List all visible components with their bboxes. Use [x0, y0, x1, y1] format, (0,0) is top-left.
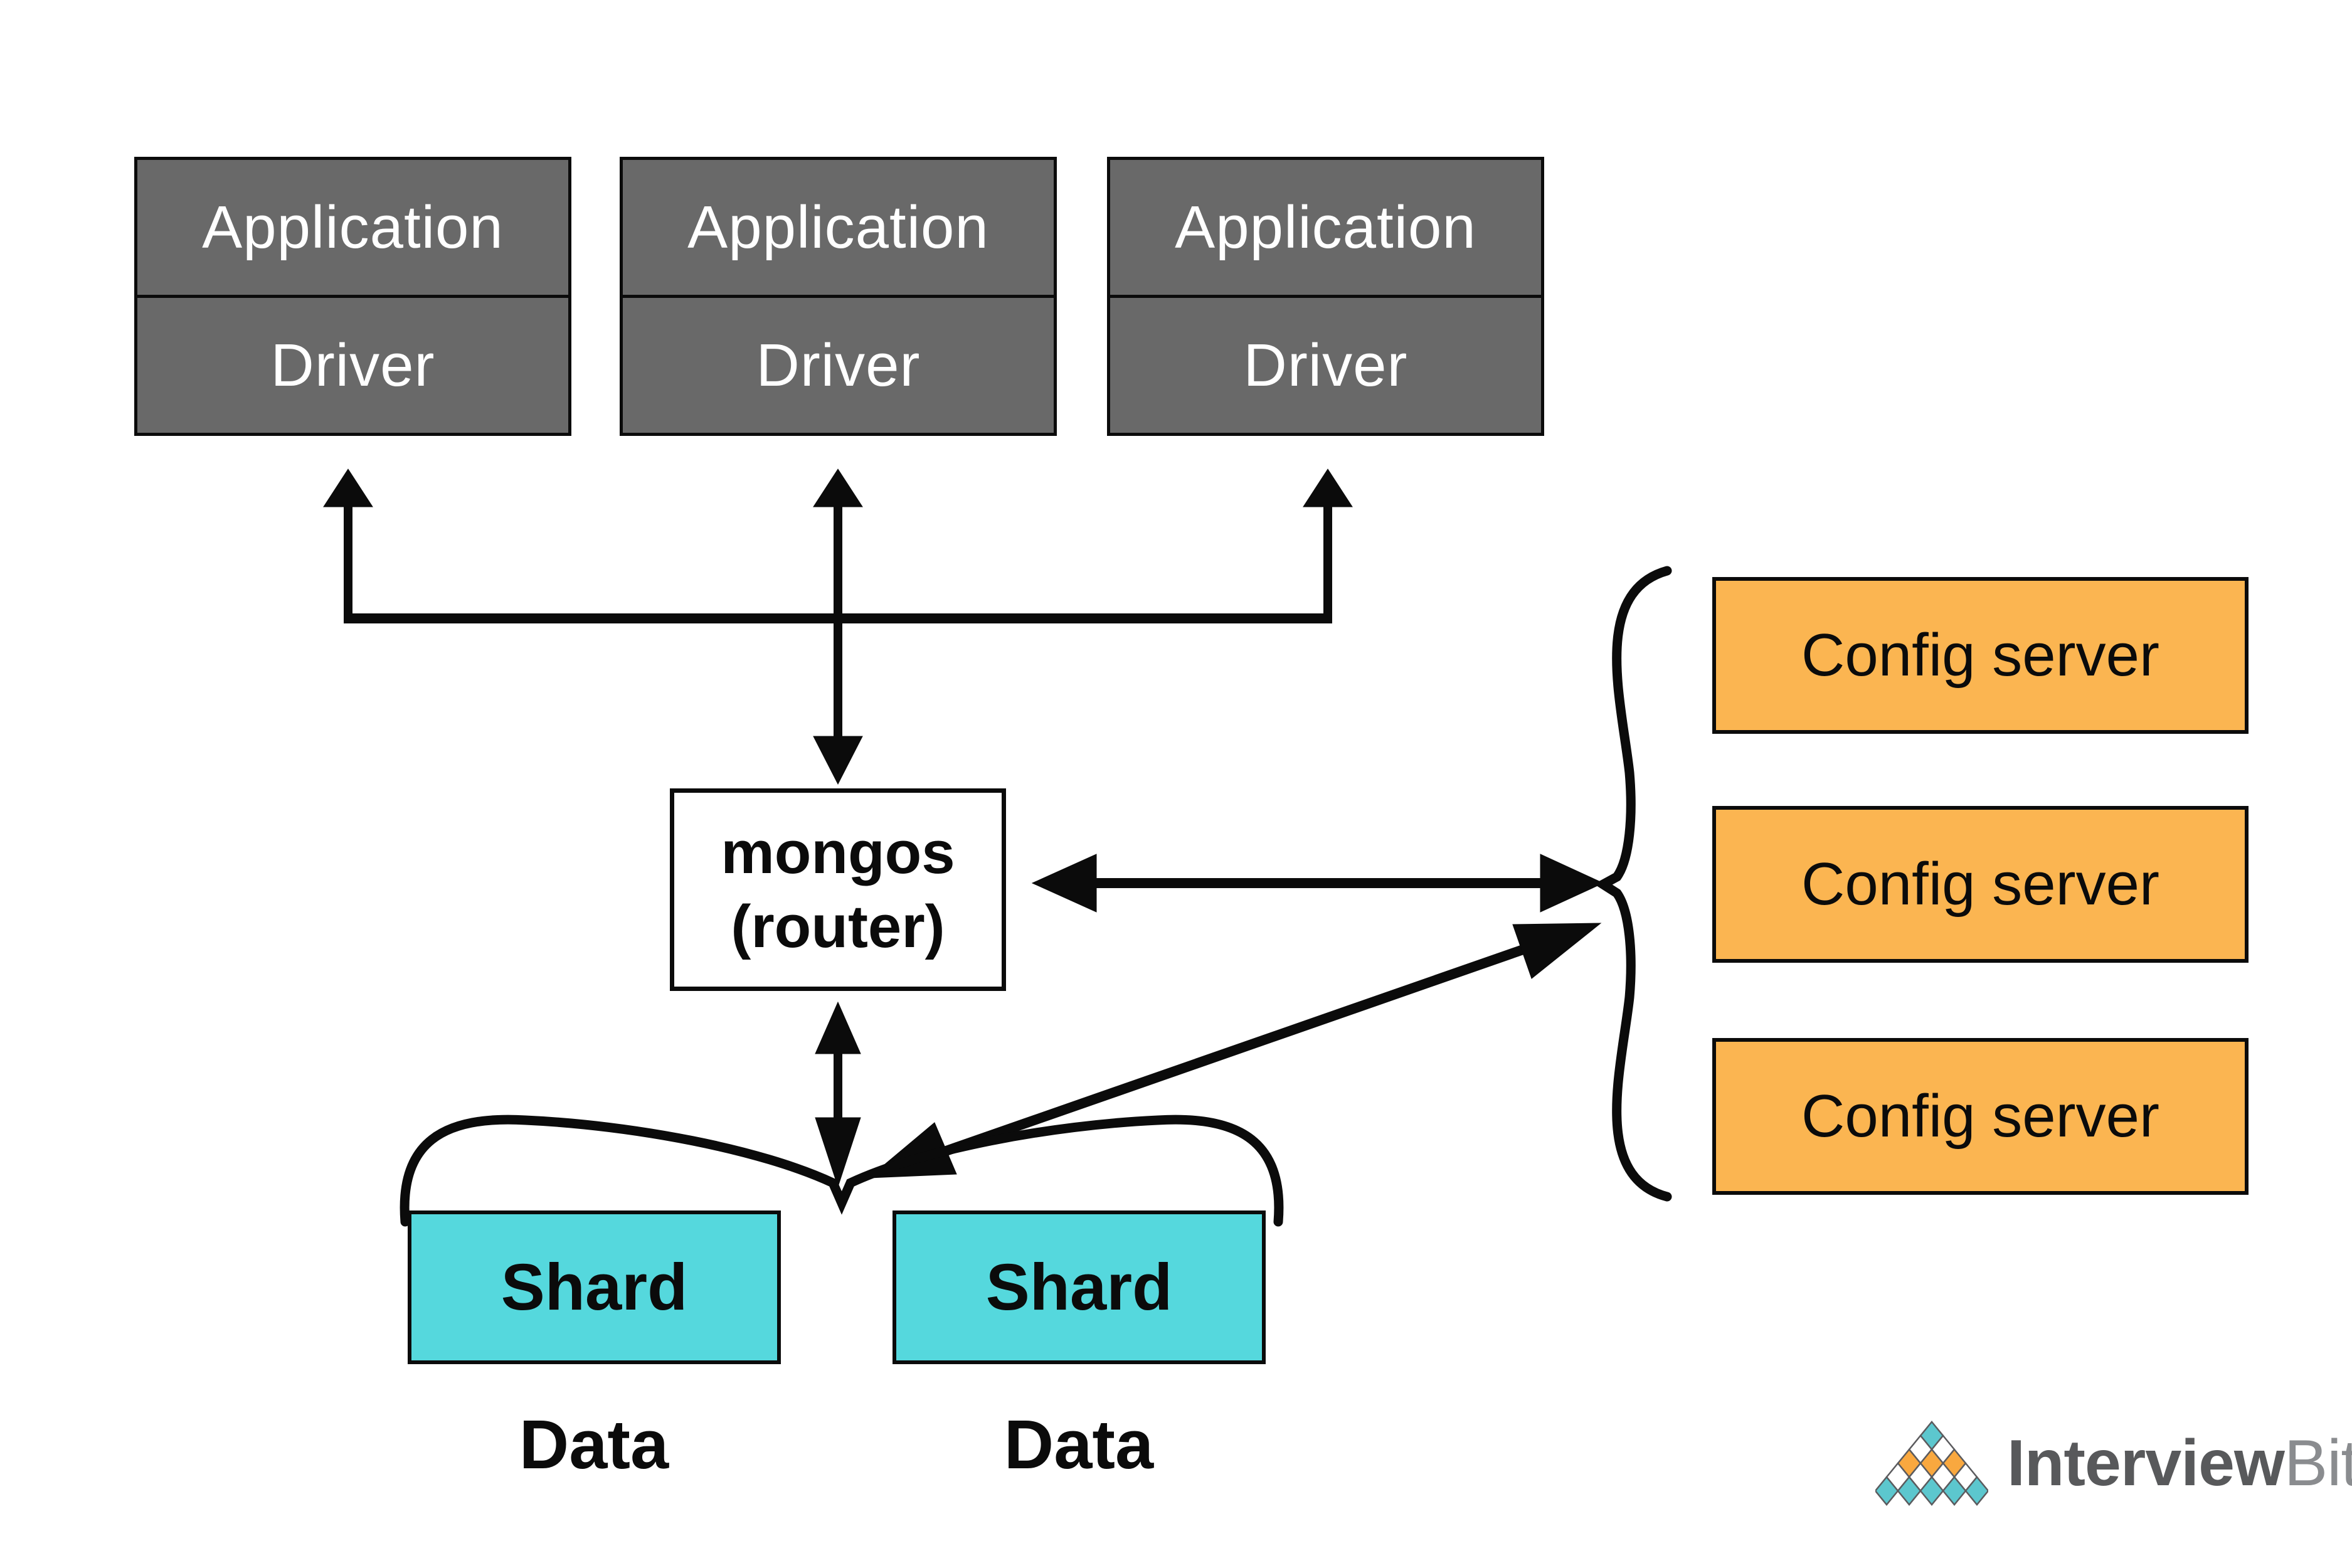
- arrowhead-down-shards: [815, 1117, 861, 1188]
- config-server-box-2: Config server: [1712, 806, 2249, 963]
- app-stack-1: Application Driver: [134, 157, 571, 436]
- arrowhead-right: [1540, 854, 1604, 913]
- config-server-box-1: Config server: [1712, 577, 2249, 734]
- arrowhead-up-left: [323, 469, 373, 507]
- config-server-box-3: Config server: [1712, 1038, 2249, 1195]
- mongos-shard-arrow: [815, 1001, 861, 1188]
- data-label-1: Data: [519, 1406, 669, 1483]
- interviewbit-wordmark: InterviewBit: [2007, 1426, 2352, 1501]
- data-label-2: Data: [1004, 1406, 1154, 1483]
- interviewbit-logo: InterviewBit: [1875, 1416, 2352, 1510]
- mongos-router-box: mongos (router): [670, 788, 1006, 991]
- arrowhead-up-right: [1303, 469, 1353, 507]
- driver-box-2: Driver: [623, 295, 1054, 433]
- logo-text-interview: Interview: [2007, 1426, 2285, 1500]
- mongos-config-arrow: [1031, 854, 1604, 913]
- shard-box-2: Shard: [893, 1210, 1266, 1364]
- driver-box-3: Driver: [1110, 295, 1541, 433]
- shard-box-1: Shard: [408, 1210, 781, 1364]
- driver-box-1: Driver: [137, 295, 568, 433]
- application-box-2: Application: [687, 193, 989, 261]
- arrowhead-up-mongos: [815, 1001, 861, 1054]
- config-brace: [1594, 566, 1672, 1202]
- app-stack-2: Application Driver: [620, 157, 1057, 436]
- shard-config-line: [939, 943, 1528, 1158]
- application-box-1: Application: [202, 193, 504, 261]
- arrowhead-left: [1031, 854, 1097, 913]
- app-stack-3: Application Driver: [1107, 157, 1544, 436]
- shards-brace: [400, 1115, 1284, 1227]
- interviewbit-pyramid-icon: [1875, 1421, 1988, 1506]
- application-box-3: Application: [1175, 193, 1476, 261]
- mongos-label: mongos: [721, 819, 955, 887]
- logo-text-bit: Bit: [2284, 1426, 2352, 1500]
- router-sublabel: (router): [731, 893, 945, 960]
- arrowhead-down-mongos: [813, 736, 863, 785]
- trident-connector: [323, 469, 1353, 785]
- arrowhead-upright: [1512, 923, 1602, 979]
- arrowhead-up-center: [813, 469, 863, 507]
